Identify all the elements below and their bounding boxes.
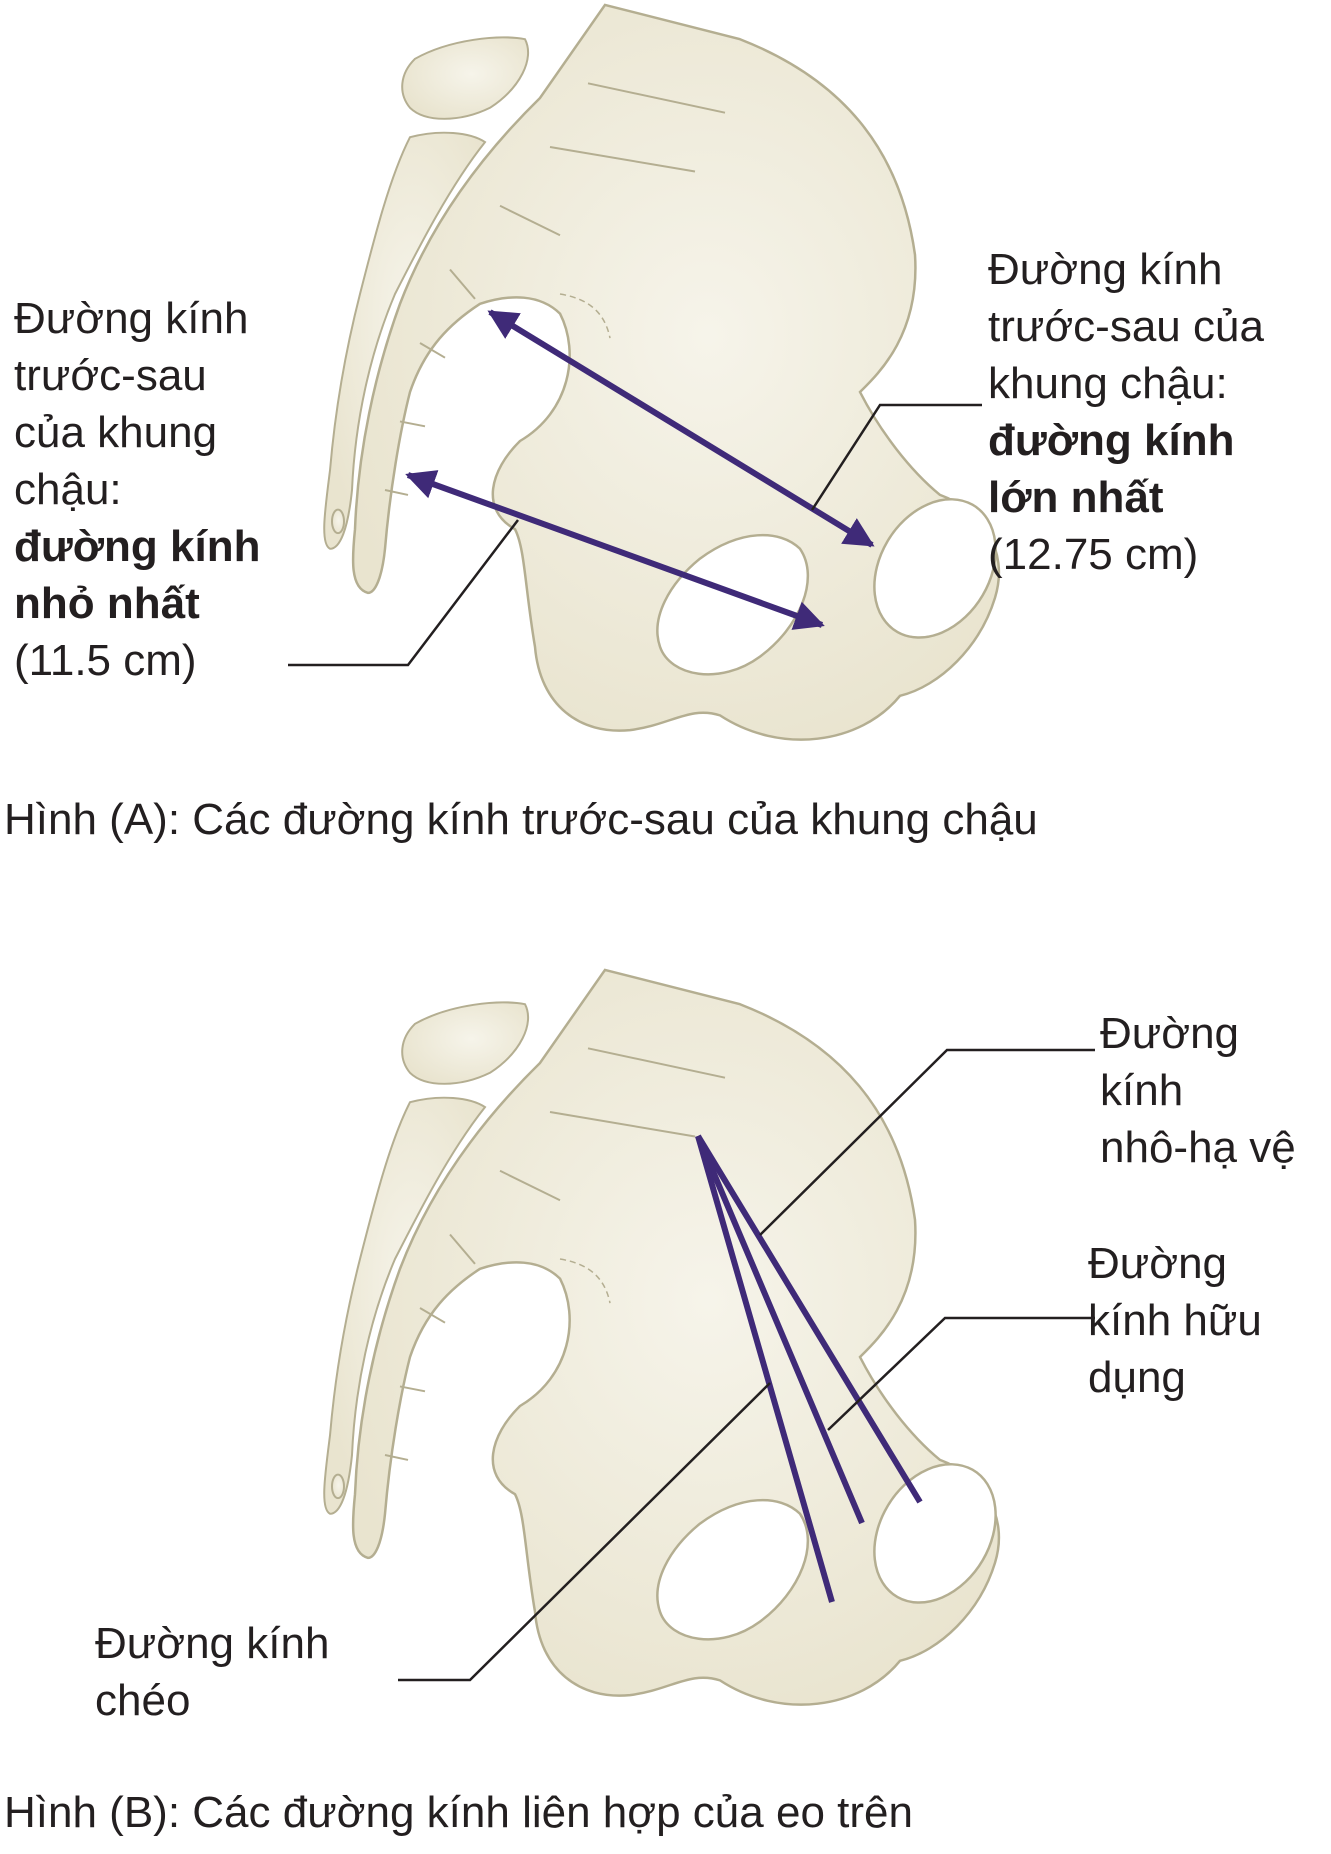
label-line: Đường (1088, 1239, 1228, 1288)
label-line: chéo (95, 1676, 191, 1725)
label-value: (11.5 cm) (14, 636, 197, 685)
arrow-smallest-diameter (405, 470, 825, 630)
label-line: Đường kính (95, 1619, 330, 1668)
label-bold-line: lớn nhất (988, 473, 1164, 522)
label-line: trước-sau (14, 351, 207, 400)
leader-right-a (810, 403, 982, 511)
label-line: của khung (14, 408, 218, 457)
label-line: Đường kính (14, 294, 249, 343)
label-line: kính hữu (1088, 1296, 1262, 1345)
label-line: Đường kính (988, 245, 1223, 294)
label-line: dụng (1088, 1353, 1186, 1402)
label-line: khung chậu: (988, 359, 1228, 408)
line-anatomic-conjugate (695, 1134, 923, 1504)
label-line: trước-sau của (988, 302, 1264, 351)
pelvis-figure-a (322, 3, 1022, 741)
leader-left-a (288, 519, 519, 667)
label-line: Đường (1100, 1009, 1240, 1058)
label-bold-line: đường kính (988, 416, 1235, 465)
label-largest-diameter: Đường kính trước-sau của khung chậu: đườ… (988, 241, 1264, 583)
leader-top-right-b (759, 1048, 1095, 1236)
line-diagonal-conjugate (695, 1135, 835, 1603)
leader-bottom-left-b (398, 1382, 771, 1682)
label-bold-line: đường kính (14, 522, 261, 571)
caption-figure-a: Hình (A): Các đường kính trước-sau của k… (4, 795, 1038, 844)
label-diagonal-conjugate: Đường kính chéo (95, 1615, 329, 1729)
label-smallest-diameter: Đường kính trước-sau của khung chậu: đườ… (14, 290, 260, 689)
label-line: kính (1100, 1066, 1184, 1115)
label-value: (12.75 cm) (988, 530, 1199, 579)
line-obstetric-conjugate (695, 1134, 865, 1525)
label-line: chậu: (14, 465, 122, 514)
label-line: nhô-hạ vệ (1100, 1123, 1296, 1172)
label-obstetric-conjugate: Đường kính hữu dụng (1088, 1235, 1262, 1406)
label-anatomic-conjugate: Đường kính nhô-hạ vệ (1100, 1005, 1296, 1176)
leader-mid-right-b (827, 1316, 1095, 1431)
label-bold-line: nhỏ nhất (14, 579, 200, 628)
caption-figure-b: Hình (B): Các đường kính liên hợp của eo… (4, 1788, 913, 1837)
